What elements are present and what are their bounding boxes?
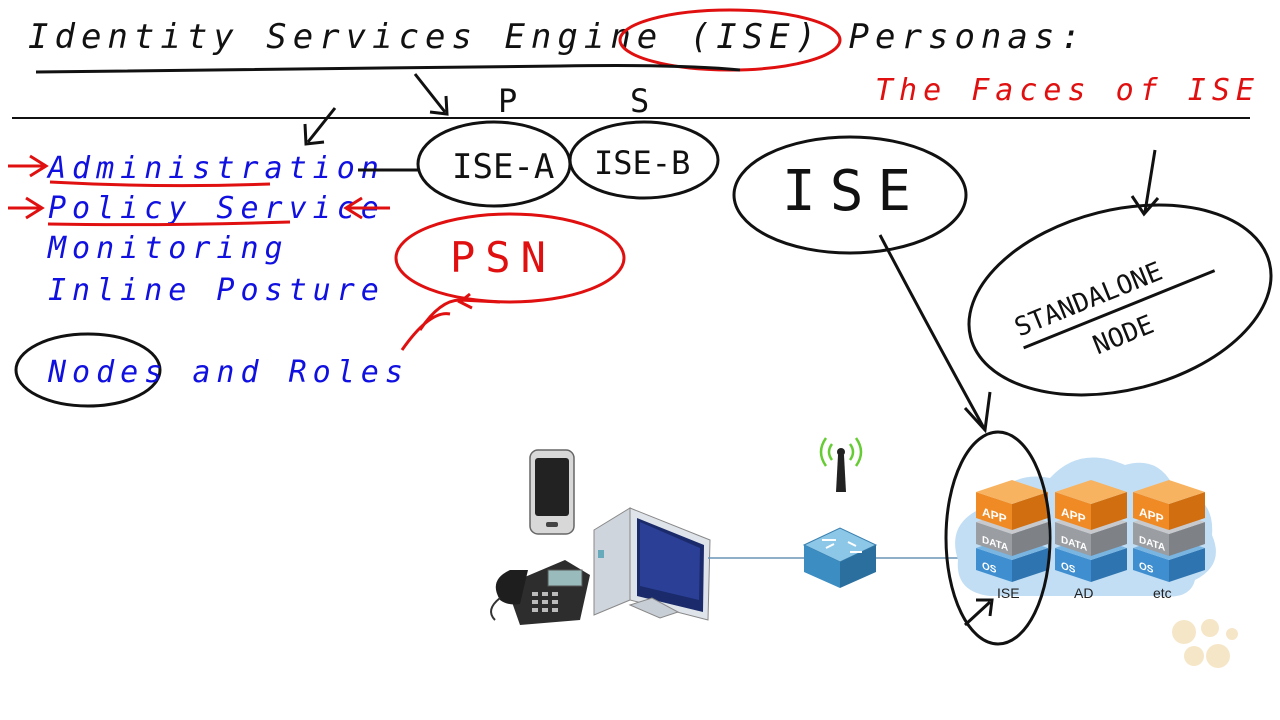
persona-administration: Administration bbox=[46, 151, 385, 186]
ise-a-label: ISE-A bbox=[452, 147, 554, 187]
ise-b-label: ISE-B bbox=[594, 144, 690, 182]
ise-big-circle bbox=[732, 135, 968, 255]
page-title: Identity Services Engine (ISE) Personas: bbox=[28, 17, 1087, 57]
red-arrow-icon bbox=[343, 196, 390, 220]
server-layer-os-label: OS bbox=[982, 561, 997, 576]
desktop-computer-icon bbox=[593, 507, 711, 621]
down-arrow-icon bbox=[413, 73, 449, 116]
wireless-antenna-icon bbox=[819, 437, 863, 492]
server-label-ad: AD bbox=[1074, 585, 1093, 601]
subtitle: The Faces of ISE bbox=[875, 73, 1260, 108]
server-label-etc: etc bbox=[1153, 585, 1172, 601]
switch-icon bbox=[802, 527, 878, 588]
ise-server-circle bbox=[944, 430, 1052, 646]
red-arrow-icon bbox=[8, 154, 49, 178]
persona-monitoring: Monitoring bbox=[47, 231, 289, 266]
server-layer-os-label: OS bbox=[1061, 561, 1076, 576]
secondary-marker: S bbox=[630, 82, 649, 120]
persona-list: Administration Policy Service Monitoring… bbox=[46, 151, 385, 308]
policy-service-underline bbox=[47, 220, 291, 227]
server-layer-os-label: OS bbox=[1139, 561, 1154, 576]
psn-circle bbox=[394, 212, 626, 304]
psn-arrow-icon bbox=[400, 292, 501, 351]
down-arrow-icon bbox=[1130, 149, 1160, 217]
standalone-circle bbox=[967, 203, 1273, 397]
red-arrow-icon bbox=[8, 196, 45, 220]
pointer-line bbox=[878, 234, 987, 431]
title-underline bbox=[35, 64, 741, 74]
up-arrow-icon bbox=[963, 598, 994, 627]
nodes-circle bbox=[14, 332, 162, 408]
nodes-roles-label: Nodes and Roles bbox=[47, 355, 409, 390]
ise-big-label: ISE bbox=[782, 159, 925, 224]
psn-label: PSN bbox=[450, 233, 556, 282]
standalone-fraction-line bbox=[1023, 269, 1216, 350]
watermark-logo bbox=[1172, 619, 1238, 668]
smartphone-icon bbox=[529, 449, 575, 535]
down-arrow-icon bbox=[963, 391, 992, 434]
down-arrow-icon bbox=[303, 107, 337, 146]
ise-b-circle bbox=[568, 120, 720, 200]
persona-policy-service: Policy Service bbox=[48, 191, 385, 226]
telephone-icon bbox=[490, 560, 590, 625]
server-label-ise: ISE bbox=[997, 585, 1020, 601]
administration-underline bbox=[49, 180, 271, 188]
primary-marker: P bbox=[498, 82, 517, 120]
persona-inline-posture: Inline Posture bbox=[48, 273, 385, 308]
